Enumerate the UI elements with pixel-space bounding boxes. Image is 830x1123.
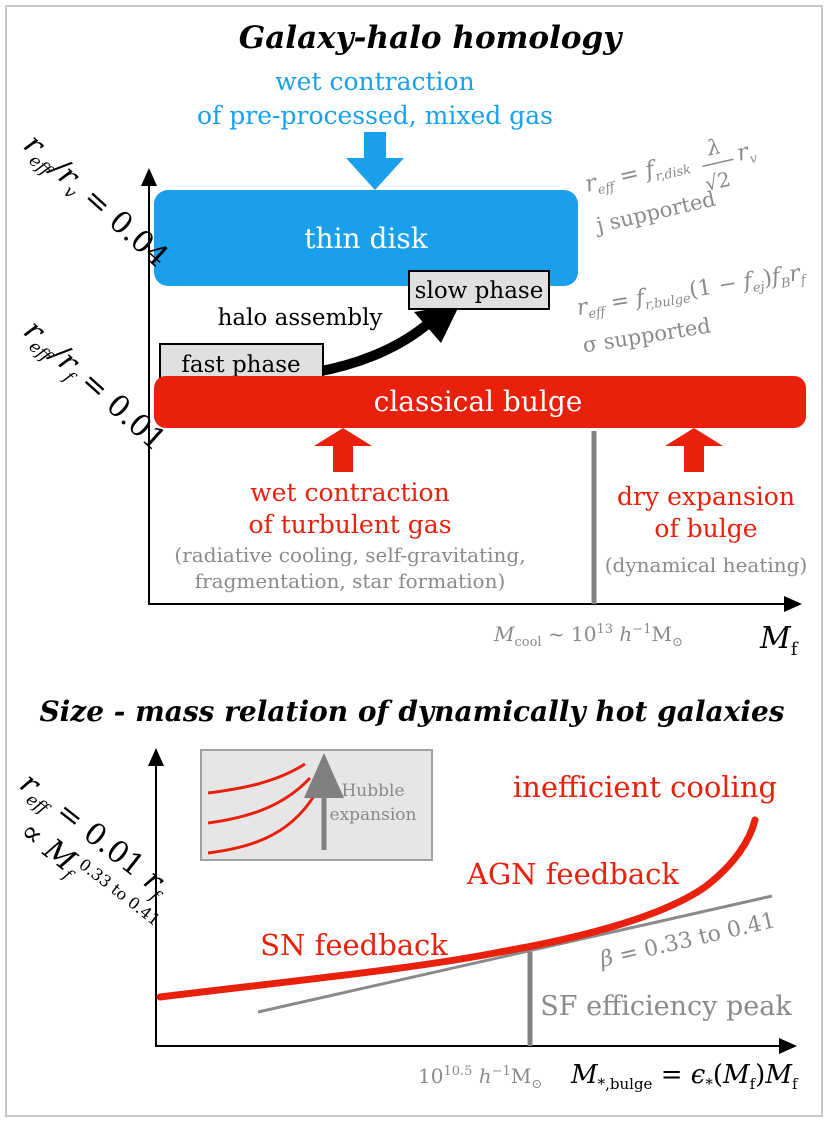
bulge-size-equation: reff = fr,bulge(1 − fej)fBrf σ supported <box>575 260 809 358</box>
svg-text:of turbulent gas: of turbulent gas <box>248 510 451 539</box>
svg-text:dry expansion: dry expansion <box>617 482 795 511</box>
inset-curve-3 <box>207 795 316 855</box>
bottom-x-label: M*,bulge = ϵ*(Mf)Mf <box>570 1060 799 1093</box>
disk-size-equation: reff = fr,disk λ √2 rv j supported <box>583 134 760 238</box>
svg-text:fragmentation, star formation): fragmentation, star formation) <box>195 569 506 593</box>
sn-feedback-label: SN feedback <box>260 928 448 962</box>
svg-text:wet contraction: wet contraction <box>250 478 449 507</box>
fast-phase-box <box>159 343 324 383</box>
size-mass-curve <box>156 816 759 1001</box>
svg-text:reff = fr,bulge(1 − fej)fBrf: reff = fr,bulge(1 − fej)fBrf <box>575 260 809 324</box>
halo-assembly-label: halo assembly <box>218 305 383 331</box>
svg-text:(dynamical heating): (dynamical heating) <box>605 553 808 577</box>
wet-contraction-red-arrow <box>314 428 372 472</box>
wet-contraction-bottom-label: wet contraction of turbulent gas (radiat… <box>174 478 525 593</box>
y-label-disk: reff/rv = 0.04 <box>14 127 175 277</box>
svg-text:wet contraction: wet contraction <box>275 67 474 96</box>
slow-phase-label: slow phase <box>415 278 544 304</box>
classical-bulge-label: classical bulge <box>374 385 583 418</box>
hubble-inset-box <box>200 749 433 861</box>
svg-text:λ: λ <box>704 134 723 161</box>
mass-peak-label: 1010.5 h−1M⊙ <box>418 1064 542 1092</box>
thin-disk-box <box>154 190 578 286</box>
classical-bulge-box <box>154 376 806 428</box>
beta-label: β = 0.33 to 0.41 <box>597 908 778 973</box>
wet-contraction-blue-arrow <box>346 132 404 190</box>
svg-text:reff/rv = 0.04: reff/rv = 0.04 <box>14 127 175 277</box>
top-x-label: Mf <box>759 621 799 660</box>
mcool-label: Mcool ~ 1013 h−1M⊙ <box>493 622 683 650</box>
inset-curve-2 <box>207 776 312 825</box>
figure-frame <box>5 5 823 1117</box>
dry-expansion-red-arrow <box>665 428 723 472</box>
svg-text:of pre-processed, mixed gas: of pre-processed, mixed gas <box>197 101 553 130</box>
hubble-label-1: Hubble <box>341 781 404 801</box>
bottom-panel-title: Size - mass relation of dynamically hot … <box>39 695 784 728</box>
dry-expansion-label: dry expansion of bulge (dynamical heatin… <box>605 482 808 577</box>
svg-text:β = 0.33 to 0.41: β = 0.33 to 0.41 <box>597 908 778 973</box>
svg-text:reff = fr,disk: reff = fr,disk <box>583 149 693 201</box>
svg-text:√2: √2 <box>703 167 733 196</box>
halo-assembly-arrowhead <box>414 304 460 343</box>
sf-peak-label: SF efficiency peak <box>540 991 792 1022</box>
top-panel-title: Galaxy-halo homology <box>239 20 623 56</box>
svg-text:rv: rv <box>734 137 759 170</box>
svg-text:of bulge: of bulge <box>654 514 757 543</box>
thin-disk-label: thin disk <box>304 222 428 255</box>
svg-text:(radiative cooling, self-gravi: (radiative cooling, self-gravitating, <box>174 543 525 567</box>
hubble-label-2: expansion <box>330 805 417 825</box>
slow-phase-box <box>408 270 550 310</box>
fast-phase-label: fast phase <box>181 352 300 378</box>
agn-feedback-label: AGN feedback <box>466 857 679 891</box>
inefficient-cooling-label: inefficient cooling <box>513 770 777 804</box>
halo-assembly-arrow <box>315 318 434 377</box>
inset-curve-1 <box>207 762 306 795</box>
wet-contraction-top-label: wet contraction of pre-processed, mixed … <box>197 67 553 130</box>
beta-slope-line <box>257 894 773 1014</box>
